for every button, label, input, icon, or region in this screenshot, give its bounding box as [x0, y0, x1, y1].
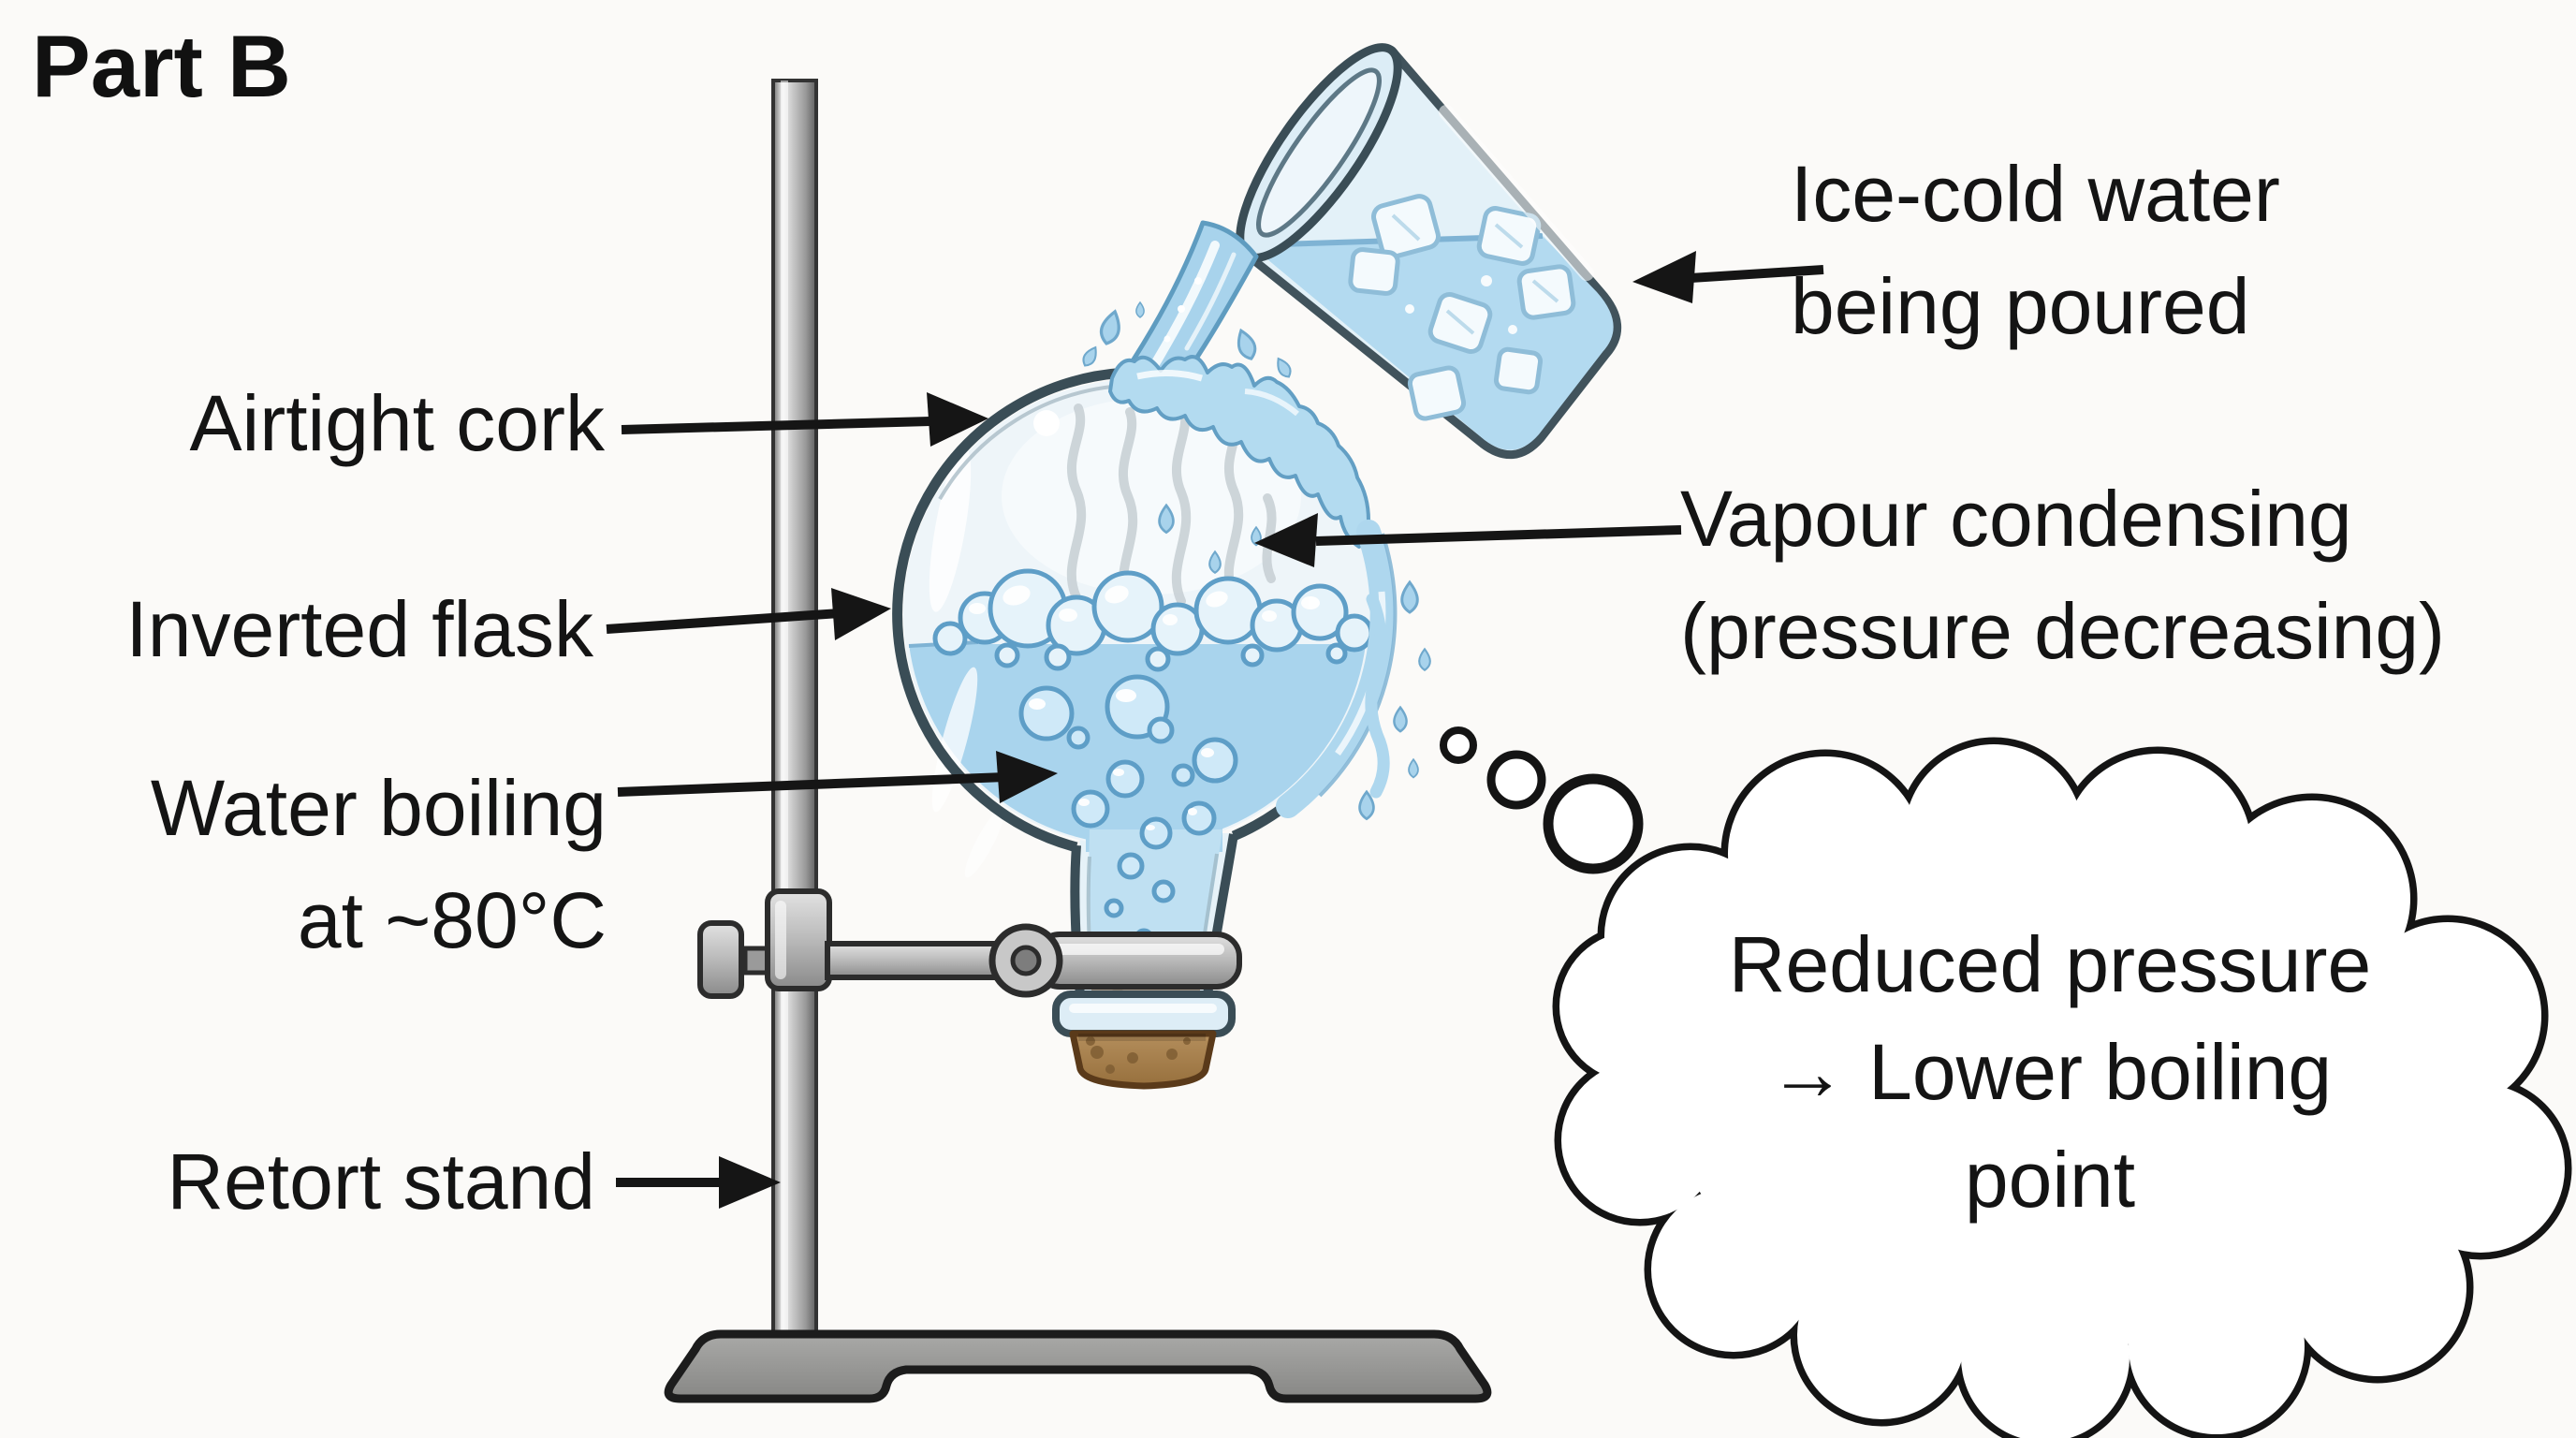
retort-stand: [664, 79, 1492, 1403]
cork-exposed: [1069, 1030, 1217, 1090]
splash: [1079, 301, 1431, 820]
arrow-vapour-condensing: [1254, 513, 1682, 567]
page-title: Part B: [32, 17, 291, 115]
label-vapour-condensing: Vapour condensing (pressure decreasing): [1680, 475, 2446, 675]
label-airtight-cork: Airtight cork: [189, 379, 605, 467]
arrow-water-boiling: [617, 751, 1058, 803]
stand-base: [664, 1329, 1492, 1403]
label-ice-cold-water: Ice-cold water being poured: [1791, 150, 2280, 350]
thought-cloud: [1552, 737, 2572, 1438]
clamp-thumbscrew: [697, 920, 744, 999]
arrow-inverted-flask: [606, 588, 891, 640]
arrow-ice-cold-water: [1632, 251, 1824, 303]
inverted-flask: [892, 367, 1386, 1090]
label-water-boiling: Water boiling at ~80°C: [150, 764, 607, 964]
arrow-airtight-cork: [621, 392, 988, 447]
label-retort-stand: Retort stand: [167, 1137, 595, 1225]
arrow-retort-stand: [616, 1156, 781, 1209]
clamp-arm: [825, 941, 1017, 980]
label-inverted-flask: Inverted flask: [125, 585, 593, 673]
pouring-beaker: [1236, 43, 1622, 460]
clamp: [697, 888, 1242, 999]
boiling-water: [909, 644, 1366, 845]
stand-pole: [771, 79, 818, 1343]
clamp-jaw: [1034, 932, 1242, 990]
thought-cloud-text: Reduced pressure → Lower boiling point: [1728, 920, 2372, 1224]
thought-bubbles: [1440, 726, 1644, 874]
label-arrows: [606, 251, 1824, 1209]
